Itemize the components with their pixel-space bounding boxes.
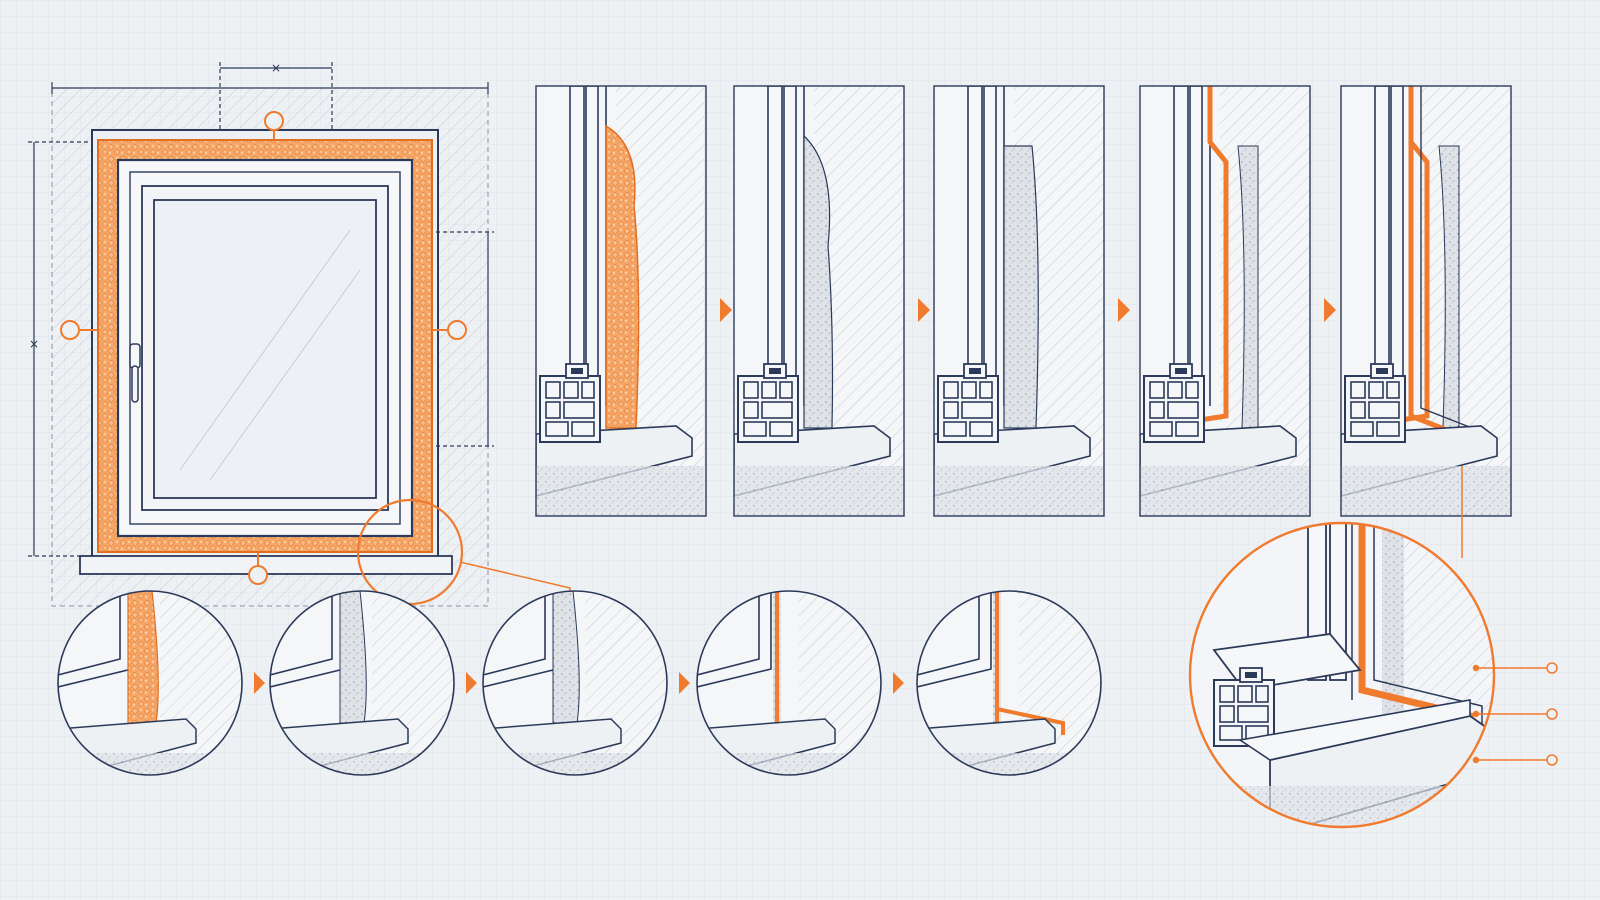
detail-circle-1 xyxy=(57,590,243,776)
process-panel-4 xyxy=(1139,85,1311,517)
pvc-profile-section xyxy=(737,363,799,443)
window-handle xyxy=(129,343,141,403)
detail-circle-4 xyxy=(696,590,882,776)
callout-dot-icon xyxy=(1546,708,1558,720)
step-arrow-icon xyxy=(893,672,904,694)
step-arrow-icon xyxy=(679,672,690,694)
process-panel-5 xyxy=(1340,85,1512,517)
width-dimension-label: × xyxy=(271,61,281,75)
callout-dot-icon xyxy=(264,111,284,131)
pvc-profile-section xyxy=(1344,363,1406,443)
process-panels xyxy=(535,85,1512,517)
pvc-profile-section xyxy=(1143,363,1205,443)
callout-dot-icon xyxy=(447,320,467,340)
large-detail xyxy=(1188,466,1558,829)
process-panel-1 xyxy=(535,85,707,517)
pvc-profile-section xyxy=(937,363,999,443)
glass-pane xyxy=(153,199,377,499)
detail-circles xyxy=(57,590,1102,776)
step-arrow-icon xyxy=(254,672,265,694)
callout-dot-icon xyxy=(60,320,80,340)
process-panel-2 xyxy=(733,85,905,517)
callout-dot-icon xyxy=(1546,662,1558,674)
step-arrow-icon xyxy=(918,298,930,322)
step-arrow-icon xyxy=(720,298,732,322)
pvc-profile-section xyxy=(539,363,601,443)
dimension-lines xyxy=(28,62,494,557)
callout-dot-icon xyxy=(1546,754,1558,766)
detail-circle-5 xyxy=(916,590,1102,776)
callout-dot-icon xyxy=(248,565,268,585)
process-panel-3 xyxy=(933,85,1105,517)
step-arrow-icon xyxy=(466,672,477,694)
window-elevation: × × xyxy=(28,61,571,612)
step-arrow-icon xyxy=(1118,298,1130,322)
detail-circle-3 xyxy=(482,590,668,776)
step-arrow-icon xyxy=(1324,298,1336,322)
height-dimension-label: × xyxy=(29,337,39,351)
foam-markers xyxy=(60,111,467,585)
